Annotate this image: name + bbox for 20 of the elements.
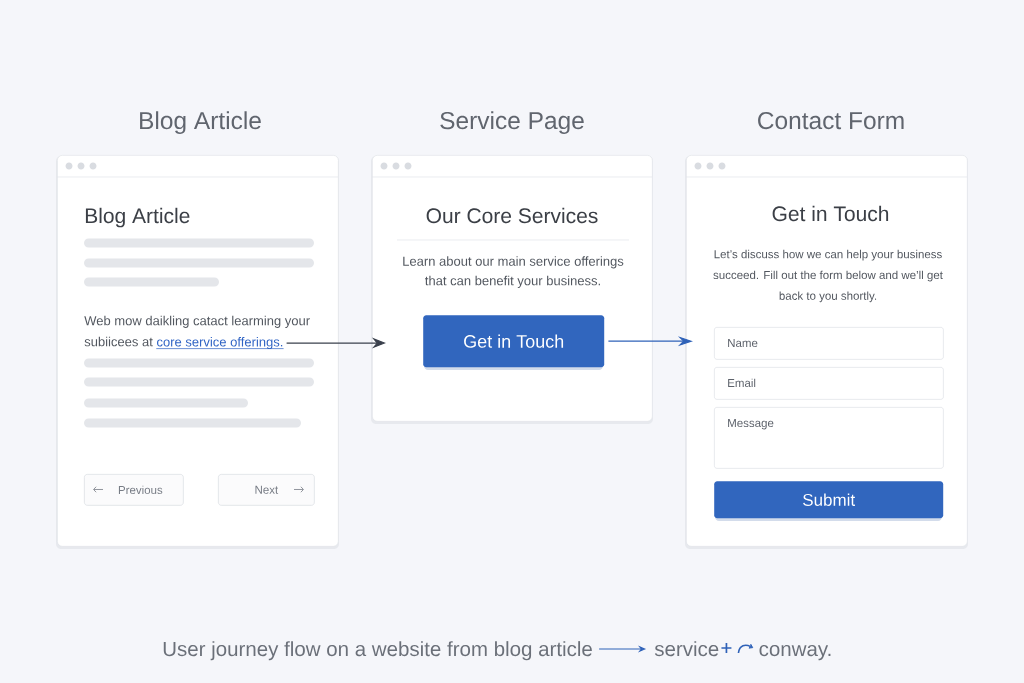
article-title: Blog Article: [85, 207, 190, 228]
button: Get in Touch: [423, 315, 605, 370]
page-title: Our Core Services: [426, 207, 598, 224]
caption: User journey flow on a website from blog article: [163, 641, 592, 661]
paragraph: Learn about our main service offerings that can benefit your business.: [403, 256, 624, 288]
input-field: Email: [714, 367, 944, 400]
paragraph: Web mow daikling catact learming your subiicees at core service offerings.: [84, 315, 310, 350]
caption-text: service: [654, 641, 719, 657]
input-field: Name: [714, 327, 944, 360]
link: core service offerings.: [155, 336, 284, 350]
form-title: Get in Touch: [772, 205, 889, 222]
button: Previous: [84, 474, 184, 506]
page-heading: Blog Article: [140, 111, 261, 135]
caption-text: conway.: [759, 644, 831, 661]
button: Next: [218, 474, 315, 506]
button: Submit: [714, 481, 944, 521]
page-heading: Contact Form: [758, 111, 904, 130]
input-field: Message: [714, 407, 944, 469]
paragraph: Let’s discuss how we can help your business succeed. Fill out the form below and we’ll get back to you shortly.: [713, 249, 943, 303]
page-heading: Service Page: [440, 111, 584, 135]
